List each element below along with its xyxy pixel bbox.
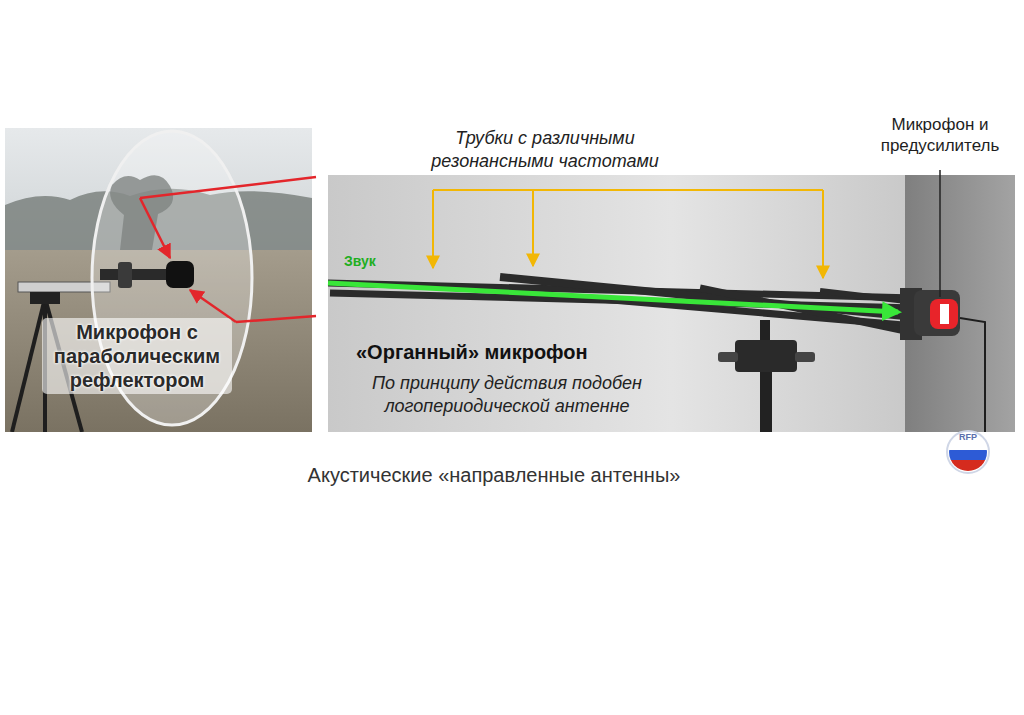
device-note: По принципу действия подобен логопериоди… [350, 372, 664, 419]
zoom-lines [140, 177, 316, 322]
sound-arrow [328, 283, 898, 312]
caption: Акустические «направленные антенны» [308, 464, 681, 487]
watermark-text: RFP [956, 433, 980, 443]
device-title: «Органный» микрофон [356, 340, 588, 364]
tube-label: Трубки с различными резонансными частота… [420, 127, 670, 174]
photo-label: Микрофон с параболическим рефлектором [42, 318, 232, 394]
organ-photo [328, 175, 1015, 432]
watermark-logo [947, 431, 989, 473]
sound-label: Звук [344, 253, 376, 270]
parabolic-photo [5, 128, 312, 432]
microphone-label: Микрофон и предусилитель [865, 114, 1015, 157]
tube-pointers [433, 190, 823, 278]
leader-line [939, 170, 941, 297]
